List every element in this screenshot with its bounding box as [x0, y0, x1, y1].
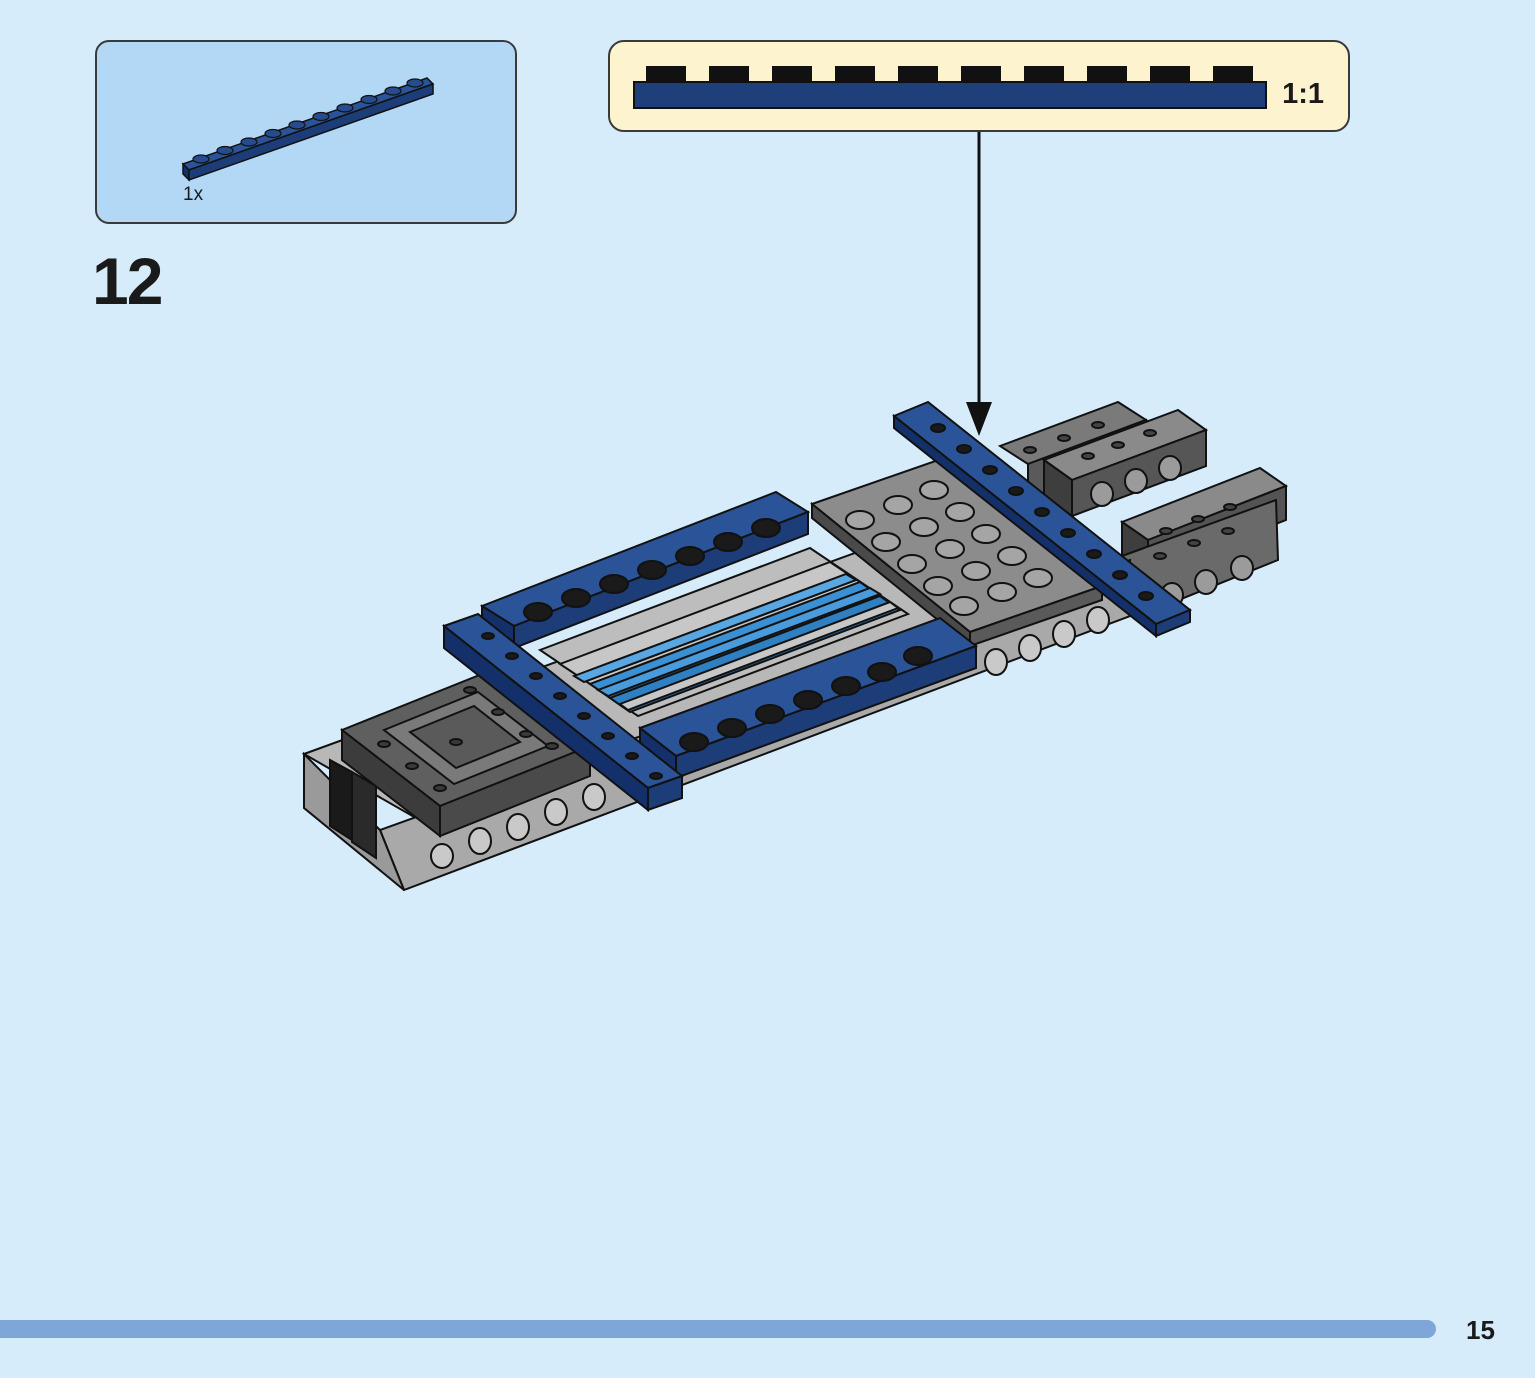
- part-quantity: 1x: [183, 184, 204, 205]
- build-illustration: [301, 132, 1289, 892]
- page-progress-bar: [0, 1320, 1436, 1338]
- placement-arrow: [966, 132, 992, 436]
- step-number: 12: [92, 244, 163, 318]
- blue-technic-plates: [441, 490, 979, 813]
- page-number: 15: [1466, 1315, 1495, 1345]
- center-tiles: [537, 546, 911, 718]
- new-blue-plate: [892, 400, 1192, 639]
- right-stud-plate: [809, 456, 1105, 649]
- plate-1x10-icon: [181, 77, 435, 182]
- scale-plate-icon: [633, 66, 1267, 109]
- scale-label: 1:1: [1282, 78, 1324, 110]
- parts-callout: 1x: [95, 40, 517, 224]
- left-frame-plate: [340, 668, 592, 839]
- scale-callout: 1:1: [608, 40, 1350, 132]
